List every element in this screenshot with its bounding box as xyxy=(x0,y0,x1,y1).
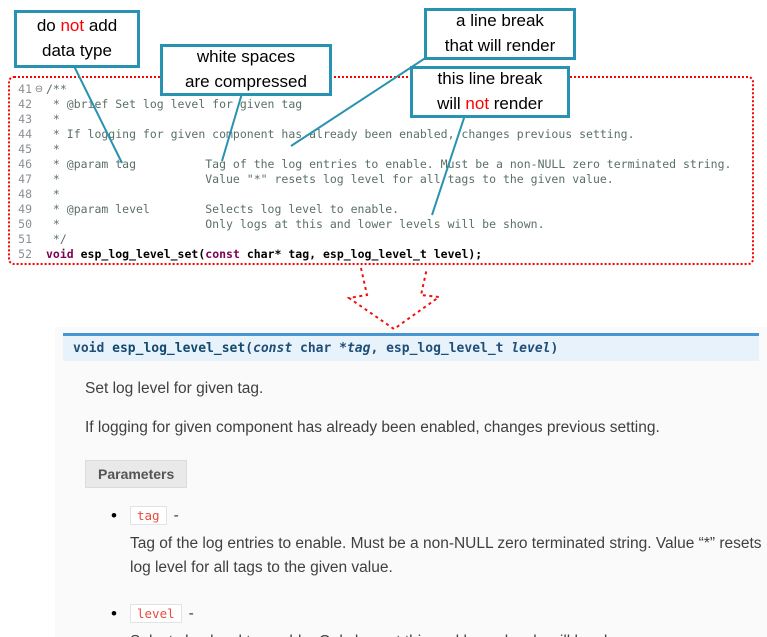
callout-line-break-renders: a line break that will render xyxy=(424,8,576,60)
line-number: 43 xyxy=(18,112,32,126)
line-number: 49 xyxy=(18,202,32,216)
callout-text-line: that will render xyxy=(444,36,556,55)
emphasis-not: not xyxy=(60,16,85,36)
code-line: 43 * xyxy=(14,112,752,127)
sig-return-type: void xyxy=(73,341,113,356)
param-dash: - xyxy=(188,604,194,622)
function-name: esp_log_level_set( xyxy=(73,247,206,261)
param-item-level: level- Selects log level to enable. Only… xyxy=(111,603,767,637)
sig-param-level: level xyxy=(511,341,551,356)
line-number: 45 xyxy=(18,142,32,156)
line-number: 44 xyxy=(18,127,32,141)
param-description: Selects log level to enable. Only logs a… xyxy=(130,630,767,637)
callout-text-line: do not add xyxy=(36,16,118,36)
code-line: 47 * Value "*" resets log level for all … xyxy=(14,172,752,187)
code-line: 42 * @brief Set log level for given tag xyxy=(14,97,752,112)
code-line: 44 * If logging for given component has … xyxy=(14,127,752,142)
callout-text-line: white spaces xyxy=(196,47,296,67)
code-text: * Value "*" resets log level for all tag… xyxy=(46,172,614,186)
code-line: 50 * Only logs at this and lower levels … xyxy=(14,217,752,232)
code-text: * xyxy=(46,187,60,201)
code-line-declaration: 52 void esp_log_level_set(const char* ta… xyxy=(14,247,752,262)
callout-whitespace-compressed: white spaces are compressed xyxy=(160,44,332,96)
code-text: * xyxy=(46,142,60,156)
code-text: * @param tag Tag of the log entries to e… xyxy=(46,157,732,171)
param-name-literal: level xyxy=(130,603,182,623)
line-number: 48 xyxy=(18,187,32,201)
param-description: Tag of the log entries to enable. Must b… xyxy=(130,534,762,576)
code-line: 51 */ xyxy=(14,232,752,247)
rendered-docs-panel: void esp_log_level_set(const char *tag, … xyxy=(55,327,767,637)
line-number: 42 xyxy=(18,97,32,111)
callout-line-break-not-render: this line break will not render xyxy=(410,66,570,118)
code-text: * @param level Selects log level to enab… xyxy=(46,202,400,216)
code-line: 41 ⊖ /** xyxy=(14,82,752,97)
code-line: 49 * @param level Selects log level to e… xyxy=(14,202,752,217)
callout-text-line: a line break xyxy=(456,11,544,31)
function-declaration: void esp_log_level_set(const char* tag, … xyxy=(46,247,482,262)
function-signature-bar: void esp_log_level_set(const char *tag, … xyxy=(63,333,759,361)
code-text: * @brief Set log level for given tag xyxy=(46,97,303,111)
code-line: 48 * xyxy=(14,187,752,202)
line-number: 52 xyxy=(18,247,32,261)
param-name-literal: tag xyxy=(130,505,167,525)
code-editor-snippet: 41 ⊖ /** 42 * @brief Set log level for g… xyxy=(8,76,754,265)
line-number: 47 xyxy=(18,172,32,186)
sig-const-keyword: const xyxy=(253,341,293,356)
brief-description: Set log level for given tag. xyxy=(85,380,264,397)
declaration-args: char* tag, esp_log_level_t level); xyxy=(239,247,483,261)
parameters-label: Parameters xyxy=(85,459,188,488)
line-number: 51 xyxy=(18,232,32,246)
sig-function-name: esp_log_level_set xyxy=(112,341,246,356)
keyword-const: const xyxy=(205,247,240,261)
param-item-tag: tag- Tag of the log entries to enable. M… xyxy=(111,505,767,580)
code-line: 46 * @param tag Tag of the log entries t… xyxy=(14,157,752,172)
render-transform-arrow xyxy=(346,267,442,331)
callout-text-line: will not render xyxy=(437,94,543,113)
code-text: * Only logs at this and lower levels wil… xyxy=(46,217,545,231)
keyword-void: void xyxy=(46,247,74,261)
line-number: 41 xyxy=(18,82,32,96)
emphasis-not: not xyxy=(465,94,490,113)
sig-param-tag: tag xyxy=(346,341,371,356)
fold-toggle-icon[interactable]: ⊖ xyxy=(34,84,44,95)
code-text: */ xyxy=(46,232,67,246)
line-number: 46 xyxy=(18,157,32,171)
code-text: * If logging for given component has alr… xyxy=(46,127,635,141)
line-number: 50 xyxy=(18,217,32,231)
detailed-description: If logging for given component has alrea… xyxy=(85,419,660,437)
code-text: /** xyxy=(46,82,67,96)
callout-no-datatype: do not add data type xyxy=(14,10,140,68)
code-line: 45 * xyxy=(14,142,752,157)
param-dash: - xyxy=(173,506,179,524)
callout-text-line: data type xyxy=(42,41,112,60)
parameters-list: tag- Tag of the log entries to enable. M… xyxy=(111,505,767,637)
code-text: * xyxy=(46,112,60,126)
callout-text-line: this line break xyxy=(437,69,543,89)
callout-text-line: are compressed xyxy=(185,72,307,91)
